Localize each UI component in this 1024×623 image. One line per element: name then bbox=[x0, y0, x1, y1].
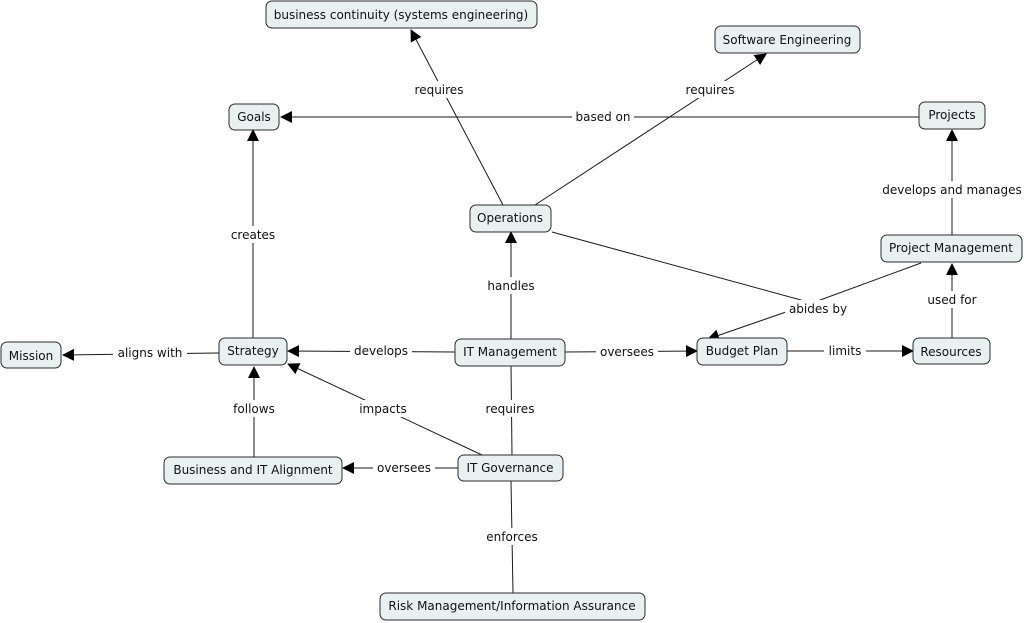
label-abides-by: abides by bbox=[789, 302, 847, 316]
label-itg-requires: requires bbox=[486, 402, 535, 416]
node-strategy-label: Strategy bbox=[227, 344, 278, 358]
node-risk-management[interactable]: Risk Management/Information Assurance bbox=[379, 592, 646, 621]
node-it-management[interactable]: IT Management bbox=[454, 338, 566, 367]
node-risk-management-label: Risk Management/Information Assurance bbox=[388, 599, 635, 613]
node-it-governance[interactable]: IT Governance bbox=[457, 454, 564, 482]
label-creates: creates bbox=[231, 228, 275, 242]
label-ops-requires-bc: requires bbox=[415, 83, 464, 97]
node-business-continuity-label: business continuity (systems engineering… bbox=[274, 8, 528, 22]
label-aligns-with: aligns with bbox=[118, 346, 183, 360]
node-operations-label: Operations bbox=[477, 211, 543, 225]
node-goals[interactable]: Goals bbox=[228, 103, 280, 131]
node-business-it-alignment[interactable]: Business and IT Alignment bbox=[163, 456, 343, 485]
label-develops: develops bbox=[354, 344, 408, 358]
node-resources[interactable]: Resources bbox=[912, 337, 991, 365]
label-ops-requires-se: requires bbox=[686, 83, 735, 97]
node-software-engineering-label: Software Engineering bbox=[723, 33, 852, 47]
node-mission-label: Mission bbox=[9, 349, 53, 363]
node-it-management-label: IT Management bbox=[463, 345, 557, 359]
node-operations[interactable]: Operations bbox=[469, 204, 552, 233]
edge-ops-to-budget bbox=[551, 231, 814, 342]
label-oversees-budget: oversees bbox=[600, 345, 654, 359]
node-software-engineering[interactable]: Software Engineering bbox=[714, 25, 861, 54]
label-impacts: impacts bbox=[359, 402, 407, 416]
label-enforces: enforces bbox=[486, 530, 537, 544]
label-oversees-alignment: oversees bbox=[377, 461, 431, 475]
node-projects[interactable]: Projects bbox=[918, 101, 986, 130]
node-mission[interactable]: Mission bbox=[0, 341, 62, 369]
label-based-on: based on bbox=[576, 110, 631, 124]
label-limits: limits bbox=[829, 344, 862, 358]
node-goals-label: Goals bbox=[237, 110, 271, 124]
node-projects-label: Projects bbox=[928, 108, 975, 122]
node-project-management-label: Project Management bbox=[889, 241, 1013, 255]
label-used-for: used for bbox=[927, 293, 976, 307]
edge-ops-to-se bbox=[534, 53, 767, 206]
label-develops-and-manages: develops and manages bbox=[882, 183, 1022, 197]
node-it-governance-label: IT Governance bbox=[466, 461, 553, 475]
node-project-management[interactable]: Project Management bbox=[880, 234, 1023, 263]
edge-pm-to-abides bbox=[811, 262, 922, 304]
label-follows: follows bbox=[233, 402, 275, 416]
label-handles: handles bbox=[487, 279, 534, 293]
link-labels: requires requires based on develops and … bbox=[113, 81, 1024, 545]
node-budget-plan[interactable]: Budget Plan bbox=[696, 337, 788, 366]
node-business-continuity[interactable]: business continuity (systems engineering… bbox=[265, 0, 538, 29]
node-business-it-alignment-label: Business and IT Alignment bbox=[173, 463, 333, 477]
node-resources-label: Resources bbox=[920, 345, 981, 359]
node-strategy[interactable]: Strategy bbox=[218, 337, 288, 366]
node-budget-plan-label: Budget Plan bbox=[706, 344, 779, 358]
